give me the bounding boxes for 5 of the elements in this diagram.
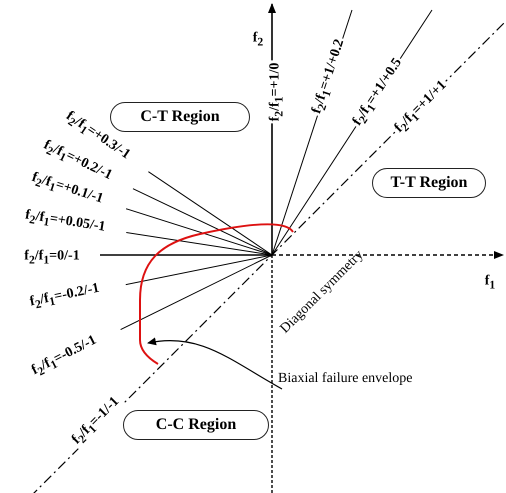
leader-line: [147, 338, 282, 390]
region-label: C-T Region: [110, 102, 250, 132]
annotation-text: Biaxial failure envelope: [278, 371, 412, 387]
region-label: C-C Region: [123, 410, 269, 440]
region-label: T-T Region: [372, 168, 486, 198]
